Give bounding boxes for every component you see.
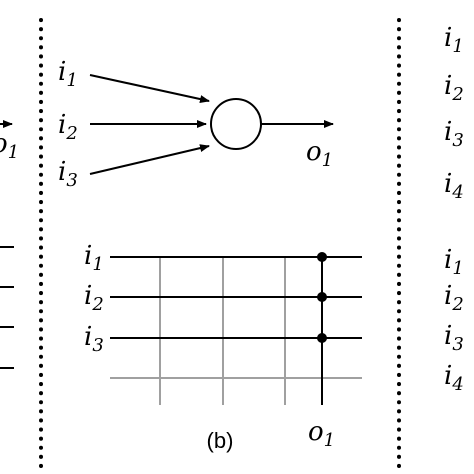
right-input-label: i4 <box>444 169 464 203</box>
crossbar-junction-dot <box>317 252 327 262</box>
neuron-input-label: i3 <box>58 157 78 191</box>
neuron-input-arrow <box>89 74 210 103</box>
neuron-node <box>210 98 262 150</box>
right-input-label: i2 <box>444 71 464 105</box>
neuron-diagram: i1 i2 i3 o1 <box>58 57 334 191</box>
right-input-label: i4 <box>444 361 464 395</box>
left-output-label: o1 <box>0 129 19 163</box>
right-input-label: i1 <box>444 23 464 57</box>
left-panel-partial: o1 <box>0 120 19 369</box>
crossbar-input-label: i3 <box>84 322 104 356</box>
right-input-label: i2 <box>444 281 464 315</box>
right-input-label: i1 <box>444 245 464 279</box>
neuron-input-label: i2 <box>58 110 78 144</box>
neuron-input-arrow <box>89 144 210 175</box>
right-input-label: i3 <box>444 117 464 151</box>
right-input-label: i3 <box>444 321 464 355</box>
neuron-output-label: o1 <box>306 137 333 171</box>
neuron-input-label: i1 <box>58 57 78 91</box>
crossbar-junction-dot <box>317 292 327 302</box>
panel-b-caption: (b) <box>207 428 234 453</box>
right-panel-partial: i1 i2 i3 i4 i1 i2 i3 i4 <box>444 23 464 395</box>
crossbar-input-label: i1 <box>84 241 104 275</box>
crossbar-junction-dot <box>317 333 327 343</box>
crossbar-input-label: i2 <box>84 281 104 315</box>
crossbar-diagram: i1 i2 i3 o1 (b) <box>84 241 362 453</box>
crossbar-output-label: o1 <box>308 417 335 451</box>
